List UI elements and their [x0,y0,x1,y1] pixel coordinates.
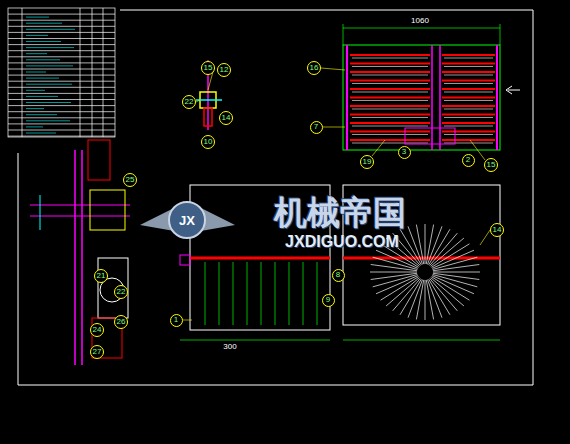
callout-circle: 10 [201,135,215,149]
parts-table [8,8,115,137]
leader-lines [183,68,490,320]
callout-number: 1 [174,316,178,324]
callout-circle: 26 [114,315,128,329]
callout-number: 27 [93,348,102,356]
callout-circle: 15 [484,158,498,172]
callout-circle: 8 [332,269,345,282]
callout-circle: 22 [182,95,196,109]
callout-number: 15 [204,64,213,72]
chain-drive [30,140,130,365]
callout-circle: 9 [322,294,335,307]
callout-number: 25 [126,176,135,184]
callout-number: 7 [314,123,318,131]
drawing-frame [18,10,533,385]
watermark: 机械帝国 [274,196,406,229]
callout-number: 19 [363,158,372,166]
callout-number: 14 [222,114,231,122]
callout-circle: 1 [170,314,183,327]
callout-number: 9 [326,296,330,304]
callout-number: 24 [93,326,102,334]
callout-circle: 14 [490,223,504,237]
callout-number: 2 [466,156,470,164]
callout-number: 15 [487,161,496,169]
callout-circle: 22 [114,285,128,299]
callout-number: 22 [185,98,194,106]
callout-circle: 15 [201,61,215,75]
callout-number: 12 [220,66,229,74]
top-view [343,24,520,150]
callout-number: 14 [493,226,502,234]
watermark-logo [140,202,235,238]
callout-circle: 24 [90,323,104,337]
callout-circle: 21 [94,269,108,283]
watermark: JXDIGUO.COM [285,234,399,250]
logo-text: JX [179,214,195,227]
callout-number: 22 [117,288,126,296]
callout-circle: 25 [123,173,137,187]
callout-number: 8 [336,271,340,279]
callout-number: 21 [97,272,106,280]
callout-circle: 12 [217,63,231,77]
callout-circle: 16 [307,61,321,75]
callout-circle: 7 [310,121,323,134]
callout-circle: 14 [219,111,233,125]
callout-number: 10 [204,138,213,146]
callout-circle: 2 [462,154,475,167]
callout-number: 16 [310,64,319,72]
dimension: 300 [223,343,236,351]
callout-number: 26 [117,318,126,326]
callout-circle: 27 [90,345,104,359]
callout-circle: 19 [360,155,374,169]
callout-circle: 3 [398,146,411,159]
dimension: 1060 [409,17,431,25]
callout-number: 3 [402,148,406,156]
